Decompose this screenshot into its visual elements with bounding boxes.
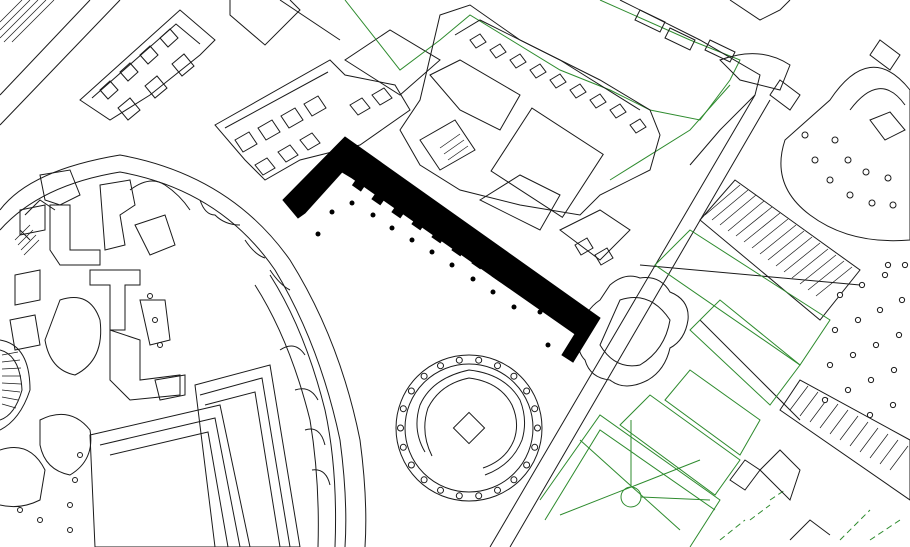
east-garden-plots (619, 229, 831, 496)
tholos-column (510, 372, 518, 380)
tholos-column (407, 461, 415, 469)
north-central-complex (399, 4, 661, 266)
main-diagonal-road (489, 94, 861, 547)
tholos-column (455, 492, 463, 500)
west-rooms (0, 169, 186, 508)
tholos-column (420, 476, 428, 484)
highlighted-building[interactable] (282, 136, 601, 363)
tholos-column (475, 356, 483, 364)
east-column-field (821, 261, 909, 419)
southwest-courtyards (89, 364, 301, 547)
tholos-column (420, 372, 428, 380)
tholos-column (531, 405, 539, 413)
tholos-column (399, 405, 407, 413)
south-garden (539, 414, 901, 547)
northwest-insula (79, 0, 341, 121)
hatched-corner (0, 0, 55, 43)
southwest-curved-complex (0, 154, 367, 547)
tholos-column (534, 424, 541, 432)
northeast-exedra (780, 39, 910, 242)
tholos-column (523, 461, 531, 469)
tholos-column (510, 476, 518, 484)
west-hatched-stair (1, 351, 22, 409)
northwest-street-band (0, 0, 121, 126)
northeast-buildings (619, 0, 801, 166)
tholos-column (523, 387, 531, 395)
southwest-column-dots (17, 293, 163, 533)
tholos-column (437, 362, 444, 370)
north-garden-enclosure (344, 0, 741, 181)
tholos-column (475, 492, 483, 500)
circular-colonnade (395, 354, 543, 502)
tholos-column (494, 486, 501, 494)
garden-roundel (620, 486, 642, 508)
tholos-column (397, 424, 404, 432)
tholos-column-ring (397, 356, 541, 500)
tholos-column (407, 387, 415, 395)
tholos-column (531, 443, 539, 451)
tholos-column (399, 443, 407, 451)
stoa-end-building (577, 275, 689, 387)
central-north-insula (214, 29, 441, 181)
tholos-column (494, 362, 501, 370)
tholos-column (455, 356, 463, 364)
east-hatched-stairs (699, 179, 910, 501)
southeast-small-buildings (729, 449, 831, 541)
tholos-column (437, 486, 444, 494)
